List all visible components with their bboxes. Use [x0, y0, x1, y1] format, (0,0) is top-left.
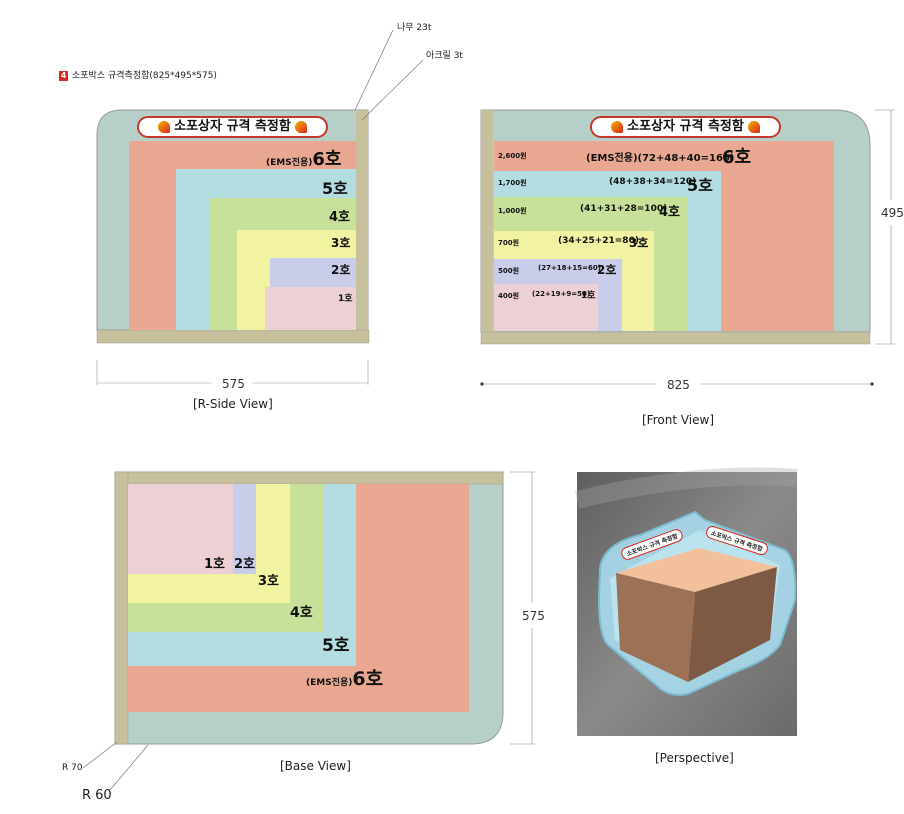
base-label-size6: (EMS전용)6호 — [306, 668, 384, 690]
side-label-size2: 2호 — [331, 263, 351, 277]
base-label-size1: 1호 — [204, 557, 226, 572]
section-badge: 4 — [59, 71, 68, 81]
side-banner-text: 소포상자 규격 측정함 — [174, 119, 291, 134]
front-banner-text: 소포상자 규격 측정함 — [627, 119, 744, 134]
flame-icon — [158, 120, 171, 133]
side-wood-base — [96, 329, 370, 344]
base-label-size2: 2호 — [234, 557, 256, 572]
front-view-drawing — [480, 109, 895, 386]
callout-acrylic: 아크릴 3t — [426, 51, 463, 61]
side-label-size4: 4호 — [329, 210, 351, 225]
perspective-caption: [Perspective] — [655, 751, 734, 765]
callout-r70: R 70 — [62, 763, 83, 773]
base-view-caption: [Base View] — [280, 759, 351, 773]
side-size1-area — [265, 287, 356, 330]
side-label-size1: 1호 — [338, 294, 353, 304]
base-label-size3: 3호 — [258, 574, 280, 589]
side-label-size3: 3호 — [331, 236, 351, 250]
section-title: 소포박스 규격측정함(825*495*575) — [72, 71, 217, 81]
callout-r60: R 60 — [82, 788, 112, 803]
callout-wood: 나무 23t — [397, 23, 432, 33]
flame-icon — [611, 120, 624, 133]
side-view-caption: [R-Side View] — [193, 397, 273, 411]
front-height-dimension: 495 — [881, 206, 904, 220]
side-label-size5: 5호 — [322, 179, 348, 198]
front-view-caption: [Front View] — [642, 413, 715, 427]
base-label-size4: 4호 — [290, 605, 313, 621]
base-depth-dimension: 575 — [522, 609, 545, 623]
side-wood-wall — [356, 110, 368, 330]
perspective-render — [574, 467, 798, 736]
side-banner: 소포상자 규격 측정함 — [137, 116, 328, 138]
front-width-dimension: 825 — [667, 378, 690, 392]
side-label-size6: (EMS전용)6호 — [266, 149, 342, 170]
flame-icon — [747, 120, 760, 133]
flame-icon — [294, 120, 307, 133]
base-label-size5: 5호 — [322, 636, 350, 656]
side-view-drawing — [96, 109, 370, 385]
side-width-dimension: 575 — [222, 377, 245, 391]
front-banner: 소포상자 규격 측정함 — [590, 116, 781, 138]
base-view-drawing — [82, 471, 535, 791]
